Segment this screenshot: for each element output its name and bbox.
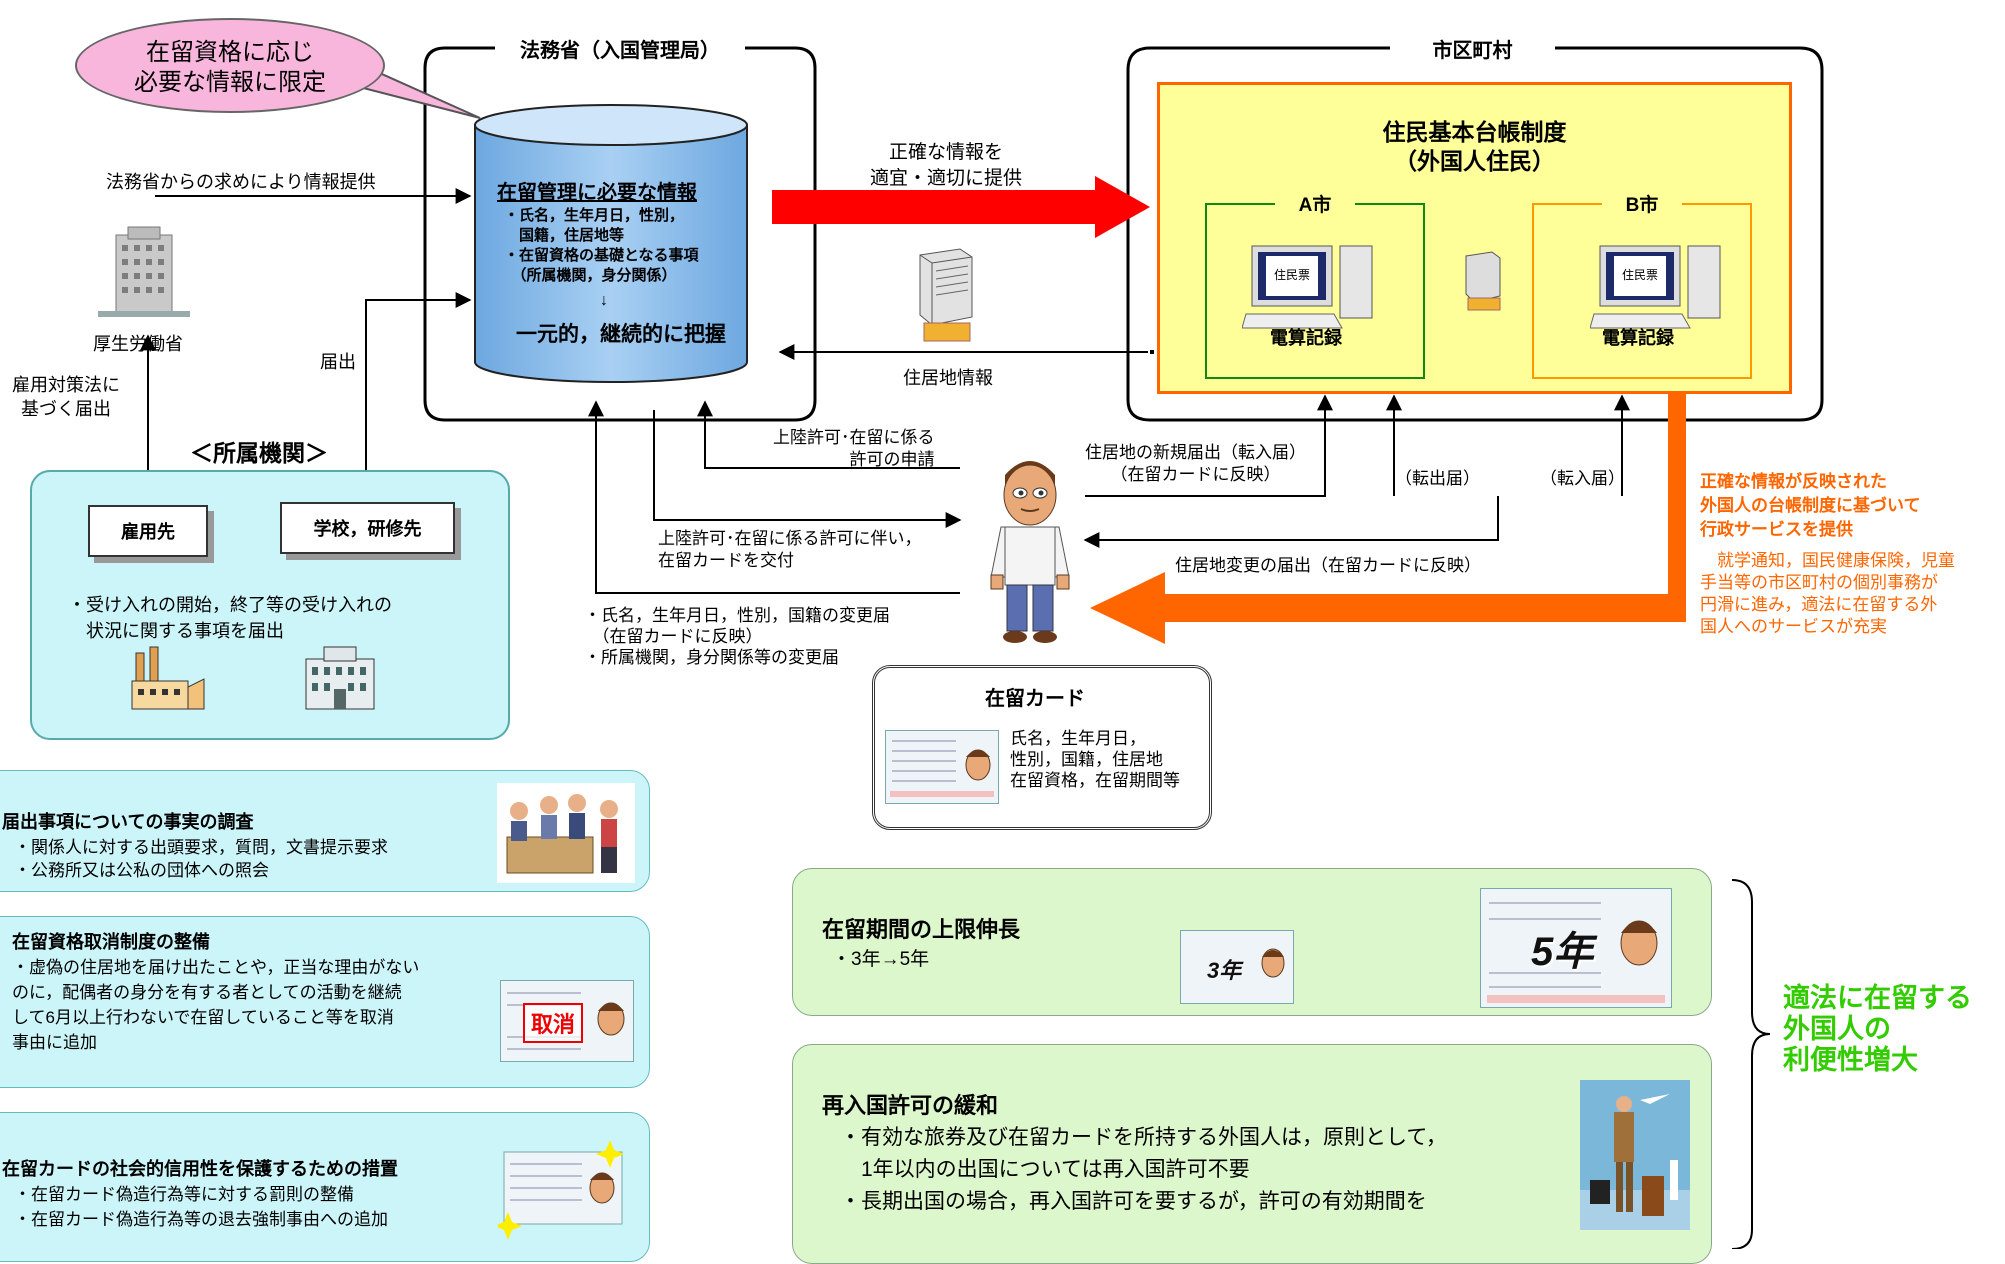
record-a-label: 電算記録	[1270, 328, 1342, 348]
speech-bubble	[75, 18, 385, 113]
traveler-icon	[1580, 1080, 1690, 1230]
move-out-label: （転出届）	[1395, 469, 1480, 488]
investigation-body: ・関係人に対する出頭要求，質問，文書提示要求 ・公務所又は公私の団体への照会	[14, 838, 388, 880]
computer-b-icon: 住民票	[1589, 238, 1730, 333]
resident-registry-panel	[1157, 82, 1792, 394]
benefit-label: 適法に在留する 外国人の 利便性増大	[1783, 983, 1972, 1075]
curly-brace	[1731, 879, 1771, 1249]
employer-box: 雇用先	[88, 505, 208, 557]
moj-frame	[423, 46, 817, 422]
revoked-card-image: 取消	[500, 980, 634, 1062]
db-conclusion: 一元的，継続的に把握	[516, 323, 726, 346]
screen-a-label: 住民票	[1273, 268, 1310, 282]
reentry-title: 再入国許可の緩和	[822, 1093, 999, 1118]
investigation-title: 届出事項についての事実の調査	[2, 812, 254, 832]
meeting-people-icon	[497, 783, 635, 883]
computer-a-icon: 住民票	[1241, 238, 1382, 333]
city-a-label: A市	[1275, 190, 1355, 217]
credibility-body: ・在留カード偽造行為等に対する罰則の整備 ・在留カード偽造行為等の退去強制事由へ…	[14, 1185, 388, 1229]
resident-registry-title: 住民基本台帳制度 （外国人住民）	[1382, 119, 1567, 174]
record-b-label: 電算記録	[1602, 328, 1674, 348]
revocation-body: ・虚偽の住居地を届け出たことや，正当な理由がない のに，配偶者の身分を有する者と…	[12, 958, 420, 1052]
residence-card-image	[885, 730, 999, 804]
school-building-icon	[300, 643, 380, 713]
new-card-image: 5年	[1480, 888, 1672, 1008]
db-items: ・氏名，生年月日，性別， 国籍，住居地等 ・在留資格の基礎となる事項 （所属機関…	[504, 207, 699, 284]
screen-b-label: 住民票	[1621, 268, 1658, 282]
residence-change-label: 住居地変更の届出（在留カードに反映）	[1175, 556, 1481, 575]
revoked-stamp: 取消	[523, 1003, 584, 1043]
admin-service-body: 就学通知，国民健康保険，児童 手当等の市区町村の個別事務が 円滑に進み，適法に在…	[1700, 551, 1955, 636]
database-cylinder	[474, 104, 748, 383]
revocation-title: 在留資格取消制度の整備	[12, 932, 210, 952]
credibility-title: 在留カードの社会的信用性を保護するための措置	[2, 1159, 398, 1179]
new-card-period: 5年	[1531, 930, 1594, 974]
small-server-icon	[1460, 250, 1506, 312]
old-card-image: 3年	[1180, 930, 1294, 1004]
accurate-info-label: 正確な情報を 適宜・適切に提供	[870, 142, 1023, 189]
landing-application-label: 上陸許可･在留に係る 許可の申請	[773, 428, 935, 469]
move-in-label: （転入届）	[1540, 469, 1625, 488]
factory-icon	[128, 643, 208, 713]
mhlw-building-icon	[98, 225, 190, 320]
mhlw-provide-label: 法務省からの求めにより情報提供	[106, 172, 376, 192]
residence-card-fields: 氏名，生年月日， 性別，国籍，住居地 在留資格，在留期間等	[1010, 729, 1180, 790]
server-icon	[910, 245, 980, 345]
period-body: ・3年→5年	[832, 949, 930, 970]
moj-title: 法務省（入国管理局）	[520, 40, 720, 62]
municipality-frame	[1126, 46, 1824, 422]
old-card-period: 3年	[1207, 958, 1242, 983]
residence-info-label: 住居地情報	[903, 368, 993, 388]
reentry-panel	[792, 1044, 1712, 1264]
red-arrow	[772, 176, 1150, 238]
change-notice-label: ・氏名，生年月日，性別，国籍の変更届 （在留カードに反映） ・所属機関，身分関係…	[584, 606, 890, 667]
school-box: 学校，研修先	[280, 502, 455, 554]
db-heading: 在留管理に必要な情報	[497, 182, 697, 204]
admin-service-title: 正確な情報が反映された 外国人の台帳制度に基づいて 行政サービスを提供	[1700, 472, 1921, 539]
period-title: 在留期間の上限伸長	[822, 917, 1021, 942]
sparkling-card-image	[494, 1140, 630, 1240]
new-residence-label: 住居地の新規届出（転入届） （在留カードに反映）	[1085, 443, 1306, 484]
reentry-body: ・有効な旅券及び在留カードを所持する外国人は，原則として， 1年以内の出国につい…	[840, 1126, 1447, 1213]
db-arrow: ↓	[600, 292, 608, 309]
residence-card-title: 在留カード	[985, 688, 1085, 710]
orange-arrow	[1090, 382, 1686, 644]
todokede-label: 届出	[320, 352, 356, 372]
affiliation-title: ＜所属機関＞	[190, 440, 328, 466]
mhlw-label: 厚生労働省	[93, 334, 183, 354]
city-b-label: B市	[1602, 190, 1682, 217]
municipality-title: 市区町村	[1432, 40, 1513, 62]
foreign-resident-person-icon	[975, 447, 1085, 647]
mhlw-notify-label: 雇用対策法に 基づく届出	[12, 375, 120, 419]
affiliation-note: ・受け入れの開始，終了等の受け入れの 状況に関する事項を届出	[68, 595, 392, 641]
bubble-text: 在留資格に応じ 必要な情報に限定	[134, 39, 326, 96]
card-issue-label: 上陸許可･在留に係る許可に伴い， 在留カードを交付	[658, 529, 922, 570]
